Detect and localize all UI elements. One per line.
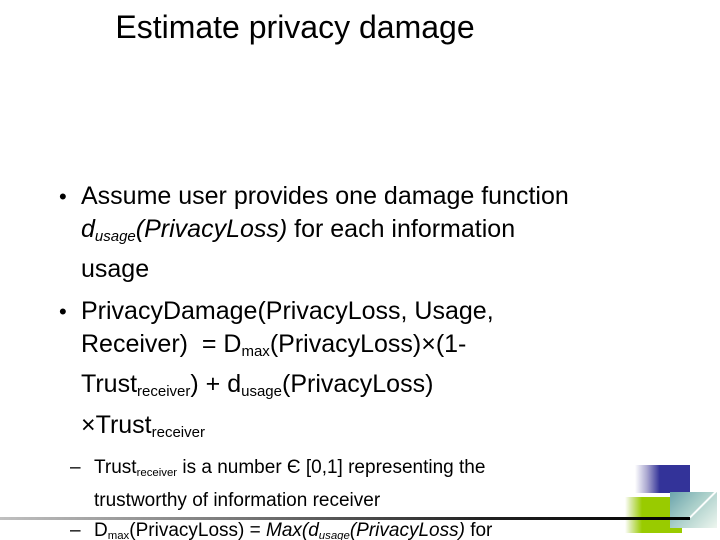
text-segment: receiver [136, 466, 178, 479]
text-segment: for each information [287, 215, 516, 243]
bullet-line: dusage(PrivacyLoss) for each information [81, 213, 569, 253]
text-segment: is a number Є [0,1] representing the [177, 456, 486, 478]
text-segment: (PrivacyLoss) [282, 370, 434, 399]
text-segment: Trust [81, 370, 138, 399]
bullet-item: •PrivacyDamage(PrivacyLoss, Usage,Receiv… [59, 295, 699, 449]
text-segment: usage [318, 530, 350, 540]
bullet-line: Trustreceiver) + dusage(PrivacyLoss) [81, 368, 494, 408]
bullet-line: Trustreceiver is a number Є [0,1] repres… [94, 454, 485, 487]
text-segment: for [464, 519, 493, 540]
text-segment: usage [241, 383, 282, 401]
text-segment: ) + d [190, 370, 242, 399]
bullet-line: ×Trustreceiver [81, 409, 494, 449]
bullet-text: Trustreceiver is a number Є [0,1] repres… [94, 454, 485, 514]
text-segment: ×Trust [81, 410, 152, 439]
text-segment: Receiver) = D [81, 330, 242, 359]
navy-square-decoration [635, 465, 690, 493]
bullet-text: Assume user provides one damage function… [81, 180, 569, 286]
diagonal-streak-decoration [689, 492, 717, 519]
bullet-list: • Assume user provides one damage functio… [59, 180, 699, 540]
bullet-marker: • [59, 184, 67, 209]
teal-square-decoration [670, 492, 717, 528]
bullet-line: Receiver) = Dmax(PrivacyLoss)×(1- [81, 328, 494, 368]
bullet-line: Dmax(PrivacyLoss) = Max(dusage(PrivacyLo… [94, 517, 492, 540]
bullet-text: Dmax(PrivacyLoss) = Max(dusage(PrivacyLo… [94, 517, 492, 540]
text-segment: d [81, 215, 95, 243]
bullet-line: usage [81, 253, 569, 286]
text-segment: (PrivacyLoss) [135, 215, 288, 243]
bullet-marker: – [70, 519, 81, 540]
text-segment: usage [81, 255, 150, 284]
text-segment: D [94, 519, 108, 540]
text-segment: (PrivacyLoss)×(1- [269, 330, 467, 359]
slide-title: Estimate privacy damage [115, 9, 475, 45]
text-segment: receiver [137, 383, 191, 401]
text-segment: Trust [94, 456, 137, 478]
bullet-marker: – [70, 456, 81, 478]
bullet-item: –Dmax(PrivacyLoss) = Max(dusage(PrivacyL… [70, 517, 699, 540]
text-segment: max [107, 530, 130, 540]
text-segment: max [241, 343, 270, 361]
bullet-line: PrivacyDamage(PrivacyLoss, Usage, [81, 295, 494, 328]
footer-rule [0, 517, 690, 520]
text-segment: (PrivacyLoss) [349, 519, 465, 540]
bullet-item: • Assume user provides one damage functio… [59, 180, 699, 286]
bullet-line: Assume user provides one damage function [81, 180, 569, 213]
bullet-text: PrivacyDamage(PrivacyLoss, Usage,Receive… [81, 295, 494, 449]
text-segment: (PrivacyLoss) = [129, 519, 266, 540]
bullet-marker: • [59, 299, 67, 325]
text-segment: receiver [151, 423, 205, 441]
text-segment: PrivacyDamage(PrivacyLoss, Usage, [81, 297, 494, 326]
text-segment: Assume user provides one damage function [81, 182, 569, 210]
bullet-line: trustworthy of information receiver [94, 487, 485, 514]
bullet-item: –Trustreceiver is a number Є [0,1] repre… [70, 454, 699, 514]
text-segment: usage [94, 228, 136, 246]
text-segment: trustworthy of information receiver [94, 489, 381, 511]
text-segment: Max(d [266, 519, 319, 540]
